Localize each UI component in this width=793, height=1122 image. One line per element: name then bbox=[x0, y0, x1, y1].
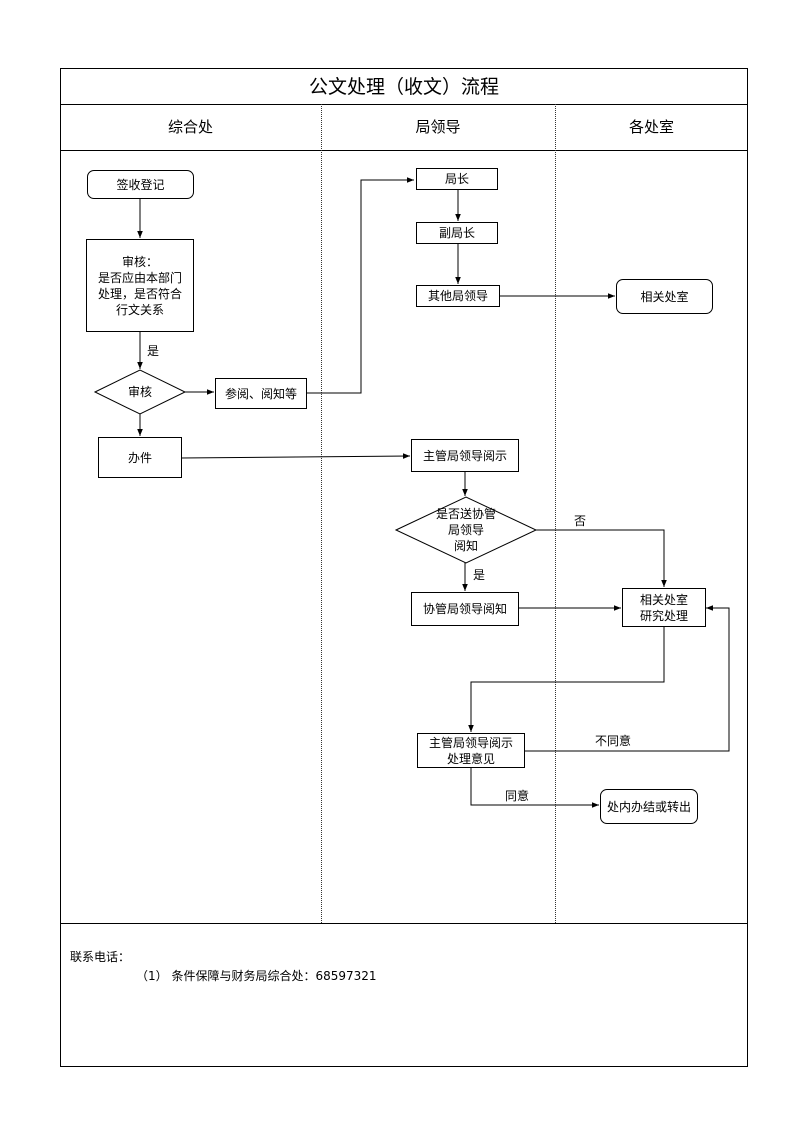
lane-divider-2 bbox=[555, 104, 556, 923]
node-review-box: 审核： 是否应由本部门 处理，是否符合 行文关系 bbox=[86, 239, 194, 332]
arrow-handle-chief bbox=[180, 453, 411, 459]
node-chief-leader-opinion: 主管局领导阅示 处理意见 bbox=[417, 733, 525, 768]
edge-label-disagree: 不同意 bbox=[595, 734, 632, 748]
edge-label-yes-2: 是 bbox=[473, 568, 486, 582]
edge-label-no: 否 bbox=[574, 514, 587, 528]
node-deputy-director: 副局长 bbox=[416, 222, 498, 244]
node-handle: 办件 bbox=[98, 437, 182, 478]
node-office-conclude: 处内办结或转出 bbox=[600, 789, 698, 824]
review-diamond-shape bbox=[93, 369, 187, 415]
arrow-diamond-study bbox=[536, 529, 667, 587]
header-divider bbox=[60, 150, 748, 151]
node-sign-in: 签收登记 bbox=[87, 170, 194, 199]
arrow-study-opinion bbox=[468, 627, 665, 732]
node-read-know: 参阅、阅知等 bbox=[215, 378, 307, 409]
diagram-title: 公文处理（收文）流程 bbox=[308, 76, 499, 98]
footer-divider bbox=[60, 923, 748, 924]
contact-line: （1） 条件保障与财务局综合处：68597321 bbox=[136, 969, 377, 983]
node-other-leaders: 其他局领导 bbox=[416, 285, 500, 307]
contact-title: 联系电话： bbox=[70, 950, 131, 964]
arrow-readknow-director bbox=[307, 177, 414, 394]
arrow-opinion-conclude bbox=[470, 768, 599, 808]
assist-diamond-shape bbox=[394, 496, 538, 564]
node-chief-leader-read: 主管局领导阅示 bbox=[411, 439, 519, 472]
lane-divider-1 bbox=[321, 104, 322, 923]
lane-header-general-office: 综合处 bbox=[167, 118, 213, 136]
node-send-assist-diamond: 是否送协管 局领导 阅知 bbox=[435, 507, 496, 553]
node-director: 局长 bbox=[416, 168, 498, 190]
arrow-opinion-study bbox=[525, 605, 730, 752]
title-divider bbox=[60, 104, 748, 105]
edge-label-agree: 同意 bbox=[505, 789, 530, 803]
lane-header-departments: 各处室 bbox=[628, 118, 674, 136]
lane-header-bureau-leaders: 局领导 bbox=[415, 118, 461, 136]
node-assist-leader-read: 协管局领导阅知 bbox=[411, 592, 519, 626]
node-related-office: 相关处室 bbox=[616, 279, 713, 314]
node-review-diamond: 审核 bbox=[127, 385, 152, 399]
table-frame bbox=[60, 68, 748, 1067]
edge-label-yes-1: 是 bbox=[147, 344, 160, 358]
node-related-office-study: 相关处室 研究处理 bbox=[622, 588, 706, 627]
